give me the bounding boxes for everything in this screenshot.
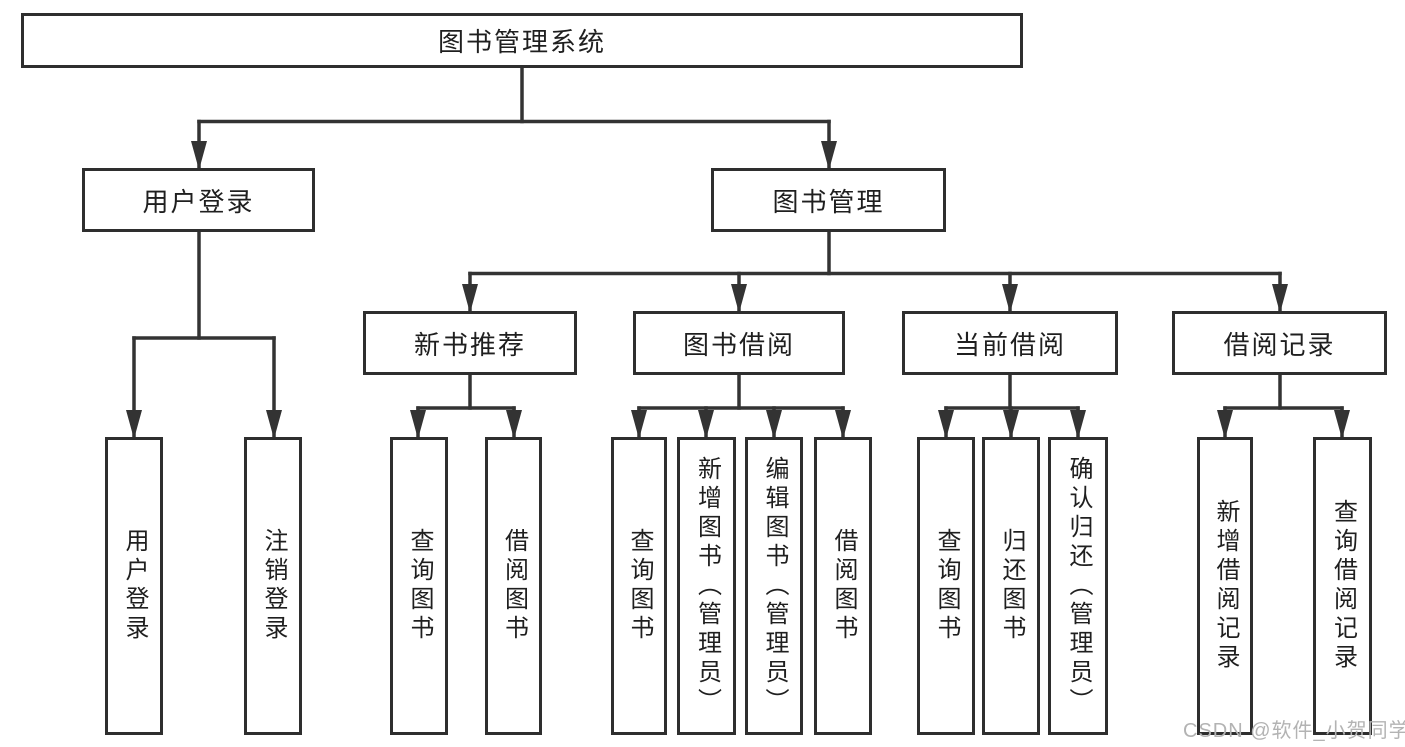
leaf-edit-books-admin: 编辑图书（管理员） xyxy=(745,437,803,735)
leaf-query-books-1: 查询图书 xyxy=(390,437,448,735)
leaf-borrow-books-1-label: 借阅图书 xyxy=(500,528,528,644)
leaf-add-books-admin-label: 新增图书（管理员） xyxy=(693,455,721,717)
leaf-return-books-label: 归还图书 xyxy=(998,528,1025,644)
leaf-add-borrow-record: 新增借阅记录 xyxy=(1197,437,1253,735)
node-library-system-label: 图书管理系统 xyxy=(437,27,606,57)
leaf-add-books-admin: 新增图书（管理员） xyxy=(677,437,736,735)
leaf-borrow-books-2-label: 借阅图书 xyxy=(830,528,857,644)
leaf-user-login-label: 用户登录 xyxy=(121,528,148,644)
node-borrowing-records: 借阅记录 xyxy=(1172,311,1387,375)
leaf-borrow-books-1: 借阅图书 xyxy=(485,437,542,735)
leaf-confirm-return-admin: 确认归还（管理员） xyxy=(1048,437,1108,735)
leaf-query-books-3: 查询图书 xyxy=(917,437,975,735)
node-user-login: 用户登录 xyxy=(82,168,315,232)
node-new-book-recommend: 新书推荐 xyxy=(363,311,577,375)
leaf-edit-books-admin-label: 编辑图书（管理员） xyxy=(761,455,788,717)
leaf-return-books: 归还图书 xyxy=(982,437,1040,735)
leaf-query-books-2-label: 查询图书 xyxy=(626,528,653,644)
leaf-confirm-return-admin-label: 确认归还（管理员） xyxy=(1065,455,1092,717)
node-borrowing-records-label: 借阅记录 xyxy=(1223,329,1336,360)
node-current-borrowing: 当前借阅 xyxy=(902,311,1118,375)
leaf-user-login: 用户登录 xyxy=(105,437,163,735)
leaf-borrow-books-2: 借阅图书 xyxy=(814,437,872,735)
node-book-management-label: 图书管理 xyxy=(772,186,885,217)
leaf-query-books-1-label: 查询图书 xyxy=(406,528,433,644)
leaf-query-books-2: 查询图书 xyxy=(611,437,667,735)
node-library-system: 图书管理系统 xyxy=(21,13,1023,68)
leaf-query-books-3-label: 查询图书 xyxy=(933,528,960,644)
leaf-logout-label: 注销登录 xyxy=(260,528,287,644)
node-current-borrowing-label: 当前借阅 xyxy=(953,329,1066,360)
node-new-book-recommend-label: 新书推荐 xyxy=(413,329,526,360)
leaf-query-borrow-record: 查询借阅记录 xyxy=(1313,437,1372,735)
leaf-add-borrow-record-label: 新增借阅记录 xyxy=(1212,499,1239,673)
leaf-query-borrow-record-label: 查询借阅记录 xyxy=(1329,499,1357,673)
node-book-borrowing-label: 图书借阅 xyxy=(682,329,795,360)
node-user-login-label: 用户登录 xyxy=(142,186,255,217)
node-book-management: 图书管理 xyxy=(711,168,946,232)
node-book-borrowing: 图书借阅 xyxy=(633,311,845,375)
leaf-logout: 注销登录 xyxy=(244,437,302,735)
watermark: CSDN @软件_小贺同学 xyxy=(1183,720,1405,742)
